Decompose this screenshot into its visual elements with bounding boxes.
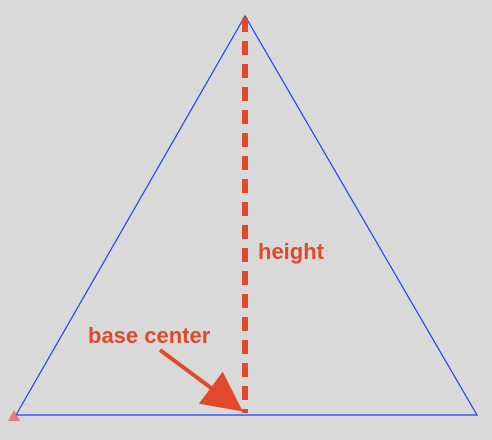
- height-label: height: [258, 239, 325, 264]
- triangle-outline: [14, 14, 479, 416]
- base-center-label: base center: [88, 323, 211, 348]
- origin-triangle-icon: [8, 410, 20, 421]
- base-center-arrow: [158, 348, 243, 412]
